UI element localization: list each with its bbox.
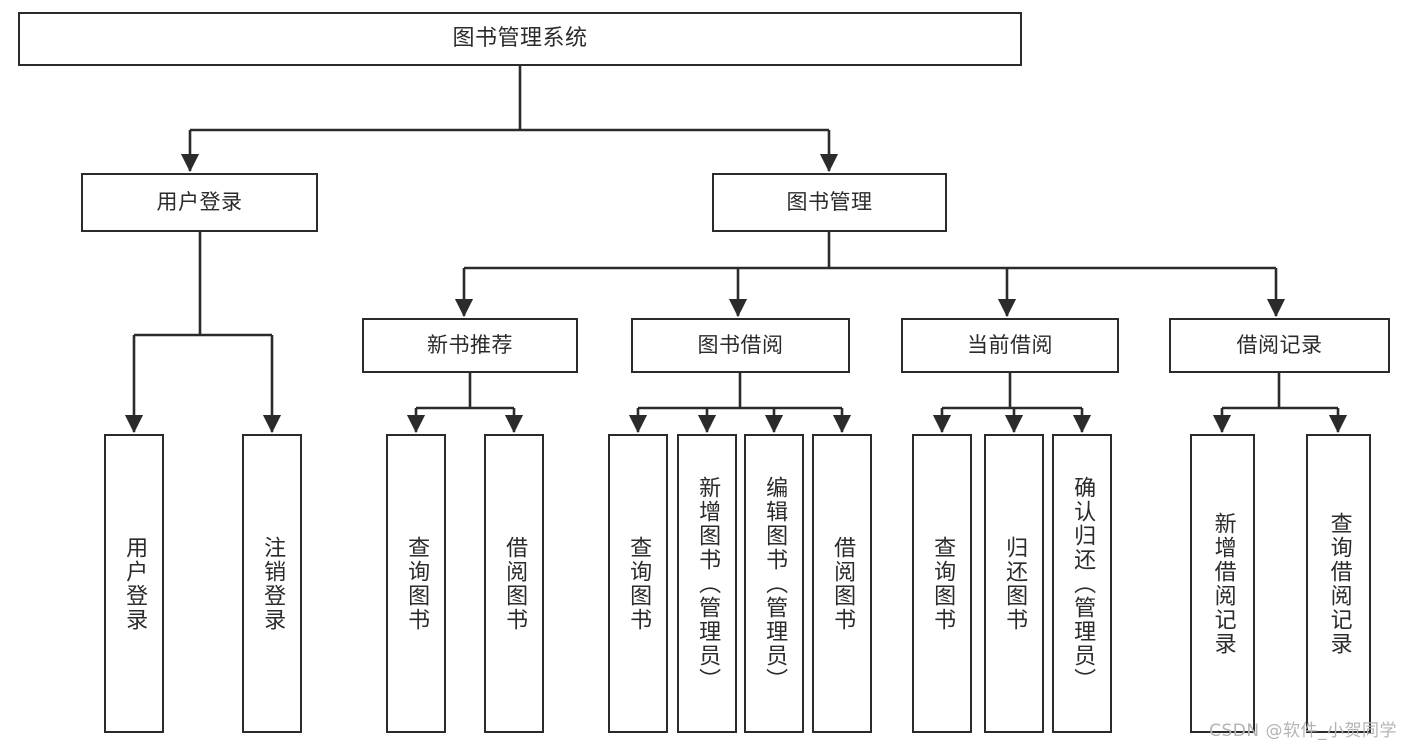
edge-user-login-to-leaves xyxy=(124,232,282,434)
edge-book-manage-to-level3 xyxy=(454,232,1286,318)
node-label: 当前借阅 xyxy=(967,333,1053,358)
node-label: 归还图书 xyxy=(1002,535,1028,632)
edge-current-borrow-to-leaves xyxy=(932,373,1092,434)
node-label: 新书推荐 xyxy=(427,333,513,358)
csdn-watermark: CSDN @软件_小贺同学 xyxy=(1209,721,1397,741)
node-label: 用户登录 xyxy=(156,190,243,215)
node-label: 注销登录 xyxy=(260,535,286,632)
node-leaf-return-book[interactable]: 归还图书 xyxy=(984,434,1044,733)
node-leaf-borrow-book-1[interactable]: 借阅图书 xyxy=(484,434,544,733)
node-borrow-record[interactable]: 借阅记录 xyxy=(1169,318,1390,373)
node-new-book-recommend[interactable]: 新书推荐 xyxy=(362,318,578,373)
node-root-system[interactable]: 图书管理系统 xyxy=(18,12,1022,66)
node-leaf-query-book-2[interactable]: 查询图书 xyxy=(608,434,668,733)
node-leaf-edit-book[interactable]: 编辑图书（管理员） xyxy=(744,434,804,733)
node-label: 图书管理系统 xyxy=(452,26,588,52)
node-label: 用户登录 xyxy=(122,535,148,632)
node-book-manage[interactable]: 图书管理 xyxy=(712,173,947,232)
node-user-login[interactable]: 用户登录 xyxy=(81,173,318,232)
node-label: 查询图书 xyxy=(930,535,956,632)
node-leaf-borrow-book-2[interactable]: 借阅图书 xyxy=(812,434,872,733)
node-book-borrow[interactable]: 图书借阅 xyxy=(631,318,850,373)
node-leaf-query-book-3[interactable]: 查询图书 xyxy=(912,434,972,733)
edge-root-to-level2 xyxy=(180,66,839,173)
node-leaf-add-borrow-record[interactable]: 新增借阅记录 xyxy=(1190,434,1255,733)
node-leaf-user-logout[interactable]: 注销登录 xyxy=(242,434,302,733)
node-label: 查询图书 xyxy=(404,535,430,632)
node-leaf-user-login[interactable]: 用户登录 xyxy=(104,434,164,733)
node-current-borrow[interactable]: 当前借阅 xyxy=(901,318,1119,373)
node-label: 借阅图书 xyxy=(502,535,528,632)
node-label: 新增借阅记录 xyxy=(1210,511,1236,656)
edge-book-borrow-to-leaves xyxy=(628,373,852,434)
node-label: 确认归还（管理员） xyxy=(1070,475,1096,692)
node-label: 编辑图书（管理员） xyxy=(762,475,788,692)
node-label: 查询图书 xyxy=(626,535,652,632)
node-label: 图书借阅 xyxy=(697,333,784,358)
node-label: 借阅记录 xyxy=(1236,333,1323,358)
node-label: 图书管理 xyxy=(786,190,873,215)
edge-new-book-recommend-to-leaves xyxy=(406,373,524,434)
node-label: 新增图书（管理员） xyxy=(695,475,721,692)
node-leaf-query-borrow-record[interactable]: 查询借阅记录 xyxy=(1306,434,1371,733)
node-label: 查询借阅记录 xyxy=(1326,511,1352,656)
node-leaf-confirm-return[interactable]: 确认归还（管理员） xyxy=(1052,434,1112,733)
node-leaf-query-book-1[interactable]: 查询图书 xyxy=(386,434,446,733)
node-leaf-add-book[interactable]: 新增图书（管理员） xyxy=(677,434,737,733)
node-label: 借阅图书 xyxy=(830,535,856,632)
edge-borrow-record-to-leaves xyxy=(1212,373,1348,434)
